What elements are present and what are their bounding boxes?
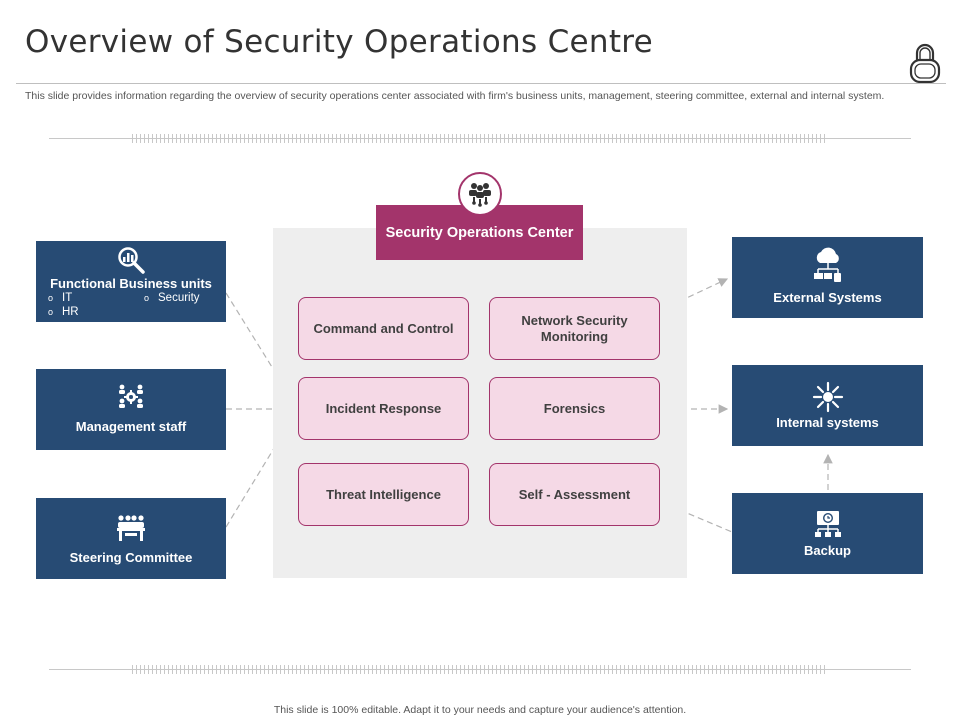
function-incident-response: Incident Response — [298, 377, 469, 440]
business-units-label: Functional Business units — [50, 276, 212, 291]
title-divider — [16, 83, 946, 84]
management-staff-box: Management staff — [36, 369, 226, 450]
function-forensics: Forensics — [489, 377, 660, 440]
internal-systems-box: Internal systems — [732, 365, 923, 446]
padlock-icon — [908, 42, 942, 84]
team-gear-icon — [117, 383, 145, 416]
backup-clock-icon — [814, 508, 842, 543]
backup-box: Backup — [732, 493, 923, 574]
function-network-security-monitoring: Network Security Monitoring — [489, 297, 660, 360]
people-network-icon — [458, 172, 502, 216]
hub-arrows-icon — [812, 381, 844, 418]
footer-note: This slide is 100% editable. Adapt it to… — [273, 704, 687, 716]
steering-committee-box: Steering Committee — [36, 498, 226, 579]
slide-description: This slide provides information regardin… — [25, 90, 885, 102]
bullet-marker: o — [144, 293, 150, 303]
steering-committee-label: Steering Committee — [69, 550, 193, 565]
function-self-assessment: Self - Assessment — [489, 463, 660, 526]
function-command-and-control: Command and Control — [298, 297, 469, 360]
page-title: Overview of Security Operations Centre — [25, 24, 654, 60]
soc-heading: Security Operations Center — [376, 205, 583, 260]
external-systems-box: External Systems — [732, 237, 923, 318]
function-threat-intelligence: Threat Intelligence — [298, 463, 469, 526]
top-decorative-divider — [49, 134, 911, 143]
committee-table-icon — [116, 514, 146, 547]
bullet-marker: o — [48, 293, 54, 303]
external-systems-label: External Systems — [773, 290, 882, 305]
bottom-decorative-divider — [49, 665, 911, 674]
bullet-marker: o — [48, 307, 54, 317]
backup-label: Backup — [804, 543, 851, 558]
management-staff-label: Management staff — [75, 419, 187, 434]
internal-systems-label: Internal systems — [776, 415, 879, 430]
cloud-network-icon — [811, 247, 845, 288]
analytics-magnifier-icon — [117, 246, 145, 279]
